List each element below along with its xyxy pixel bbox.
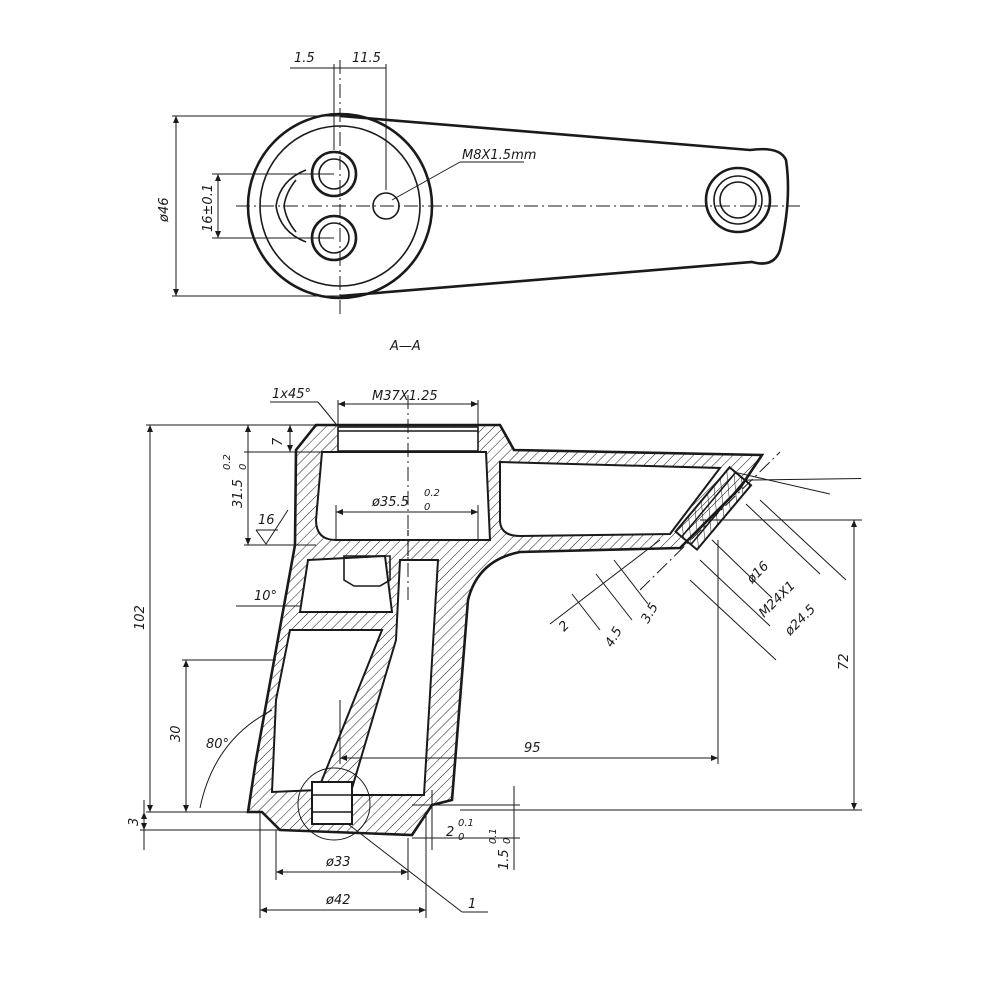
- tol-31-5-lower: 0: [238, 464, 249, 470]
- thread-outlet-label: M24X1: [756, 578, 798, 620]
- top-view: 1.5 11.5 M8X1.5mm ø46 16±0.1: [157, 51, 800, 318]
- dim-dia-42: ø42: [325, 893, 351, 908]
- dim-dia-24-5: ø24.5: [782, 602, 819, 639]
- dim-dia-46: ø46: [157, 198, 172, 224]
- inner-fitting: [343, 555, 391, 587]
- tol-1-5-upper: 0.1: [488, 828, 499, 844]
- angle-80: 80°: [206, 737, 229, 752]
- tol-35-5-lower: 0: [424, 502, 430, 513]
- surface-finish-value: 16: [258, 513, 275, 528]
- angle-10: 10°: [254, 589, 277, 604]
- dim-31-5: 31.5: [231, 479, 246, 508]
- tol-31-5-upper: 0.2: [222, 454, 233, 470]
- upper-chamber: [314, 451, 492, 541]
- callout-1: 1: [468, 897, 476, 912]
- dim-1-5-tol: 1.5: [497, 849, 512, 870]
- dim-3: 3: [127, 818, 142, 826]
- outlet-nozzle: [674, 465, 753, 552]
- outlet-channel: [499, 460, 722, 538]
- surface-finish-symbol: [255, 509, 289, 545]
- dim-2-tol: 2: [446, 825, 454, 840]
- dim-dia-33: ø33: [325, 855, 351, 870]
- dim-top-1-5: 1.5: [294, 51, 315, 66]
- tol-35-5-upper: 0.2: [424, 488, 440, 499]
- thread-main-label: M37X1.25: [372, 389, 438, 404]
- detail-circle: [297, 767, 371, 841]
- dim-102: 102: [133, 605, 148, 630]
- section-label: A—A: [389, 339, 421, 354]
- dim-95: 95: [524, 741, 541, 756]
- outlet-inner-circle: [719, 181, 757, 219]
- center-channel: [348, 559, 440, 796]
- dim-16-tol: 16±0.1: [201, 184, 216, 232]
- tol-2-upper: 0.1: [458, 818, 474, 829]
- tol-1-5-lower: 0: [502, 838, 513, 844]
- section-view: 1x45° M37X1.25 7 31.5 0.2 0 16 ø35.5 0.2…: [127, 387, 862, 918]
- dim-30: 30: [169, 725, 184, 742]
- thread-m8-label: M8X1.5mm: [462, 148, 536, 163]
- outlet-mid-circle: [713, 175, 763, 225]
- left-channel: [270, 629, 384, 794]
- chamfer-label: 1x45°: [272, 387, 311, 402]
- dim-2-outlet: 2: [556, 618, 572, 634]
- dim-3-5: 3.5: [638, 601, 661, 626]
- lever-arm-outline: [339, 114, 790, 298]
- lower-left-chamber: [298, 554, 394, 613]
- tol-2-lower: 0: [458, 832, 464, 843]
- outlet-outer-circle: [704, 166, 772, 234]
- dim-top-11-5: 11.5: [352, 51, 381, 66]
- dim-4-5: 4.5: [602, 625, 625, 650]
- dim-dia-16-outlet: ø16: [744, 559, 773, 588]
- bottom-plug: [311, 781, 353, 825]
- dim-dia-35-5: ø35.5: [371, 495, 409, 510]
- dim-7: 7: [271, 437, 286, 446]
- dim-72: 72: [837, 653, 852, 670]
- outlet-axis: [639, 451, 781, 591]
